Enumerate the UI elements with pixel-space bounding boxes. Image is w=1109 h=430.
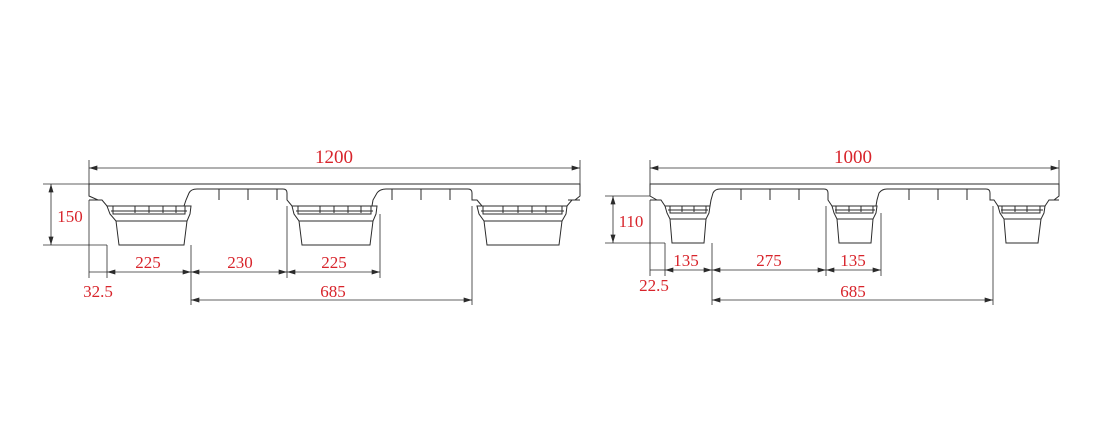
right-height-label: 110 [619, 212, 644, 231]
left-overall-width-label: 1200 [315, 147, 353, 168]
right-deck-outline [649, 183, 1060, 207]
left-deck-ribs [218, 189, 451, 200]
right-span-3-label: 135 [840, 251, 866, 270]
left-bottom-span-label: 685 [320, 282, 346, 301]
right-pallet-view [649, 183, 1060, 244]
left-span-2-label: 230 [227, 253, 253, 272]
left-edge-offset-label: 32.5 [83, 282, 113, 301]
left-span-3-label: 225 [321, 253, 347, 272]
left-dimension-lines [43, 160, 581, 305]
right-foot-2 [831, 205, 878, 244]
right-deck-ribs [740, 189, 968, 200]
left-foot-2 [291, 205, 378, 246]
right-foot-1 [664, 205, 711, 244]
right-dimension-lines [605, 160, 1060, 305]
left-foot-1 [106, 205, 192, 246]
right-span-1-label: 135 [673, 251, 699, 270]
left-height-label: 150 [57, 207, 83, 226]
left-deck-outline [88, 183, 581, 207]
left-pallet-view [88, 183, 581, 246]
right-span-2-label: 275 [756, 251, 782, 270]
right-overall-width-label: 1000 [834, 147, 872, 168]
left-foot-3 [476, 205, 568, 246]
left-span-1-label: 225 [135, 253, 161, 272]
right-bottom-span-label: 685 [840, 282, 866, 301]
right-foot-3 [997, 205, 1046, 244]
right-edge-offset-label: 22.5 [639, 276, 669, 295]
